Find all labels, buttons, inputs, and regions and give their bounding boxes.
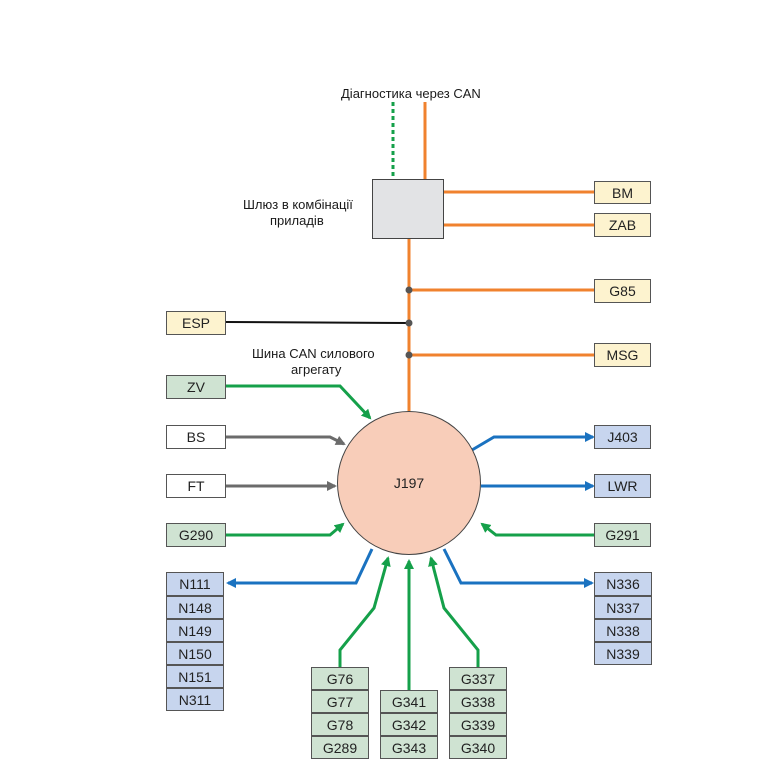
arrow-n111 xyxy=(226,548,374,588)
arrow-g291 xyxy=(480,522,594,537)
sensor-g78: G78 xyxy=(311,713,369,736)
unit-msg: MSG xyxy=(594,343,651,367)
unit-zab: ZAB xyxy=(594,213,651,237)
gateway-label-line1: Шлюз в комбінації xyxy=(243,197,353,212)
valve-n149: N149 xyxy=(166,619,224,642)
arrow-bs xyxy=(226,435,346,446)
unit-bs: BS xyxy=(166,425,226,449)
valve-n336: N336 xyxy=(594,572,652,596)
valve-n148: N148 xyxy=(166,596,224,619)
arrow-j403 xyxy=(471,432,595,452)
unit-lwr: LWR xyxy=(594,474,651,498)
gateway-label-line2: приладів xyxy=(270,213,324,228)
sensor-g340: G340 xyxy=(449,736,507,759)
arrow-g337 xyxy=(428,556,480,667)
sensor-g338: G338 xyxy=(449,690,507,713)
unit-zv: ZV xyxy=(166,375,226,399)
bus-label-line1: Шина CAN силового xyxy=(252,346,375,361)
node-msg xyxy=(405,351,413,359)
arrow-n336 xyxy=(442,548,594,588)
node-esp xyxy=(405,319,413,327)
bus-label-line2: агрегату xyxy=(291,362,342,377)
diagnostic-can-label: Діагностика через CAN xyxy=(341,86,481,101)
sensor-g339: G339 xyxy=(449,713,507,736)
sensor-g341: G341 xyxy=(380,690,438,713)
valve-n150: N150 xyxy=(166,642,224,665)
unit-j403: J403 xyxy=(594,425,651,449)
sensor-g337: G337 xyxy=(449,667,507,690)
valve-n311: N311 xyxy=(166,688,224,711)
valve-n151: N151 xyxy=(166,665,224,688)
sensor-g76: G76 xyxy=(311,667,369,690)
valve-n338: N338 xyxy=(594,619,652,642)
sensor-g289: G289 xyxy=(311,736,369,759)
sensor-g77: G77 xyxy=(311,690,369,713)
central-unit-label: J197 xyxy=(393,475,425,491)
valve-n111: N111 xyxy=(166,572,224,596)
arrow-zv xyxy=(226,384,372,420)
wire-esp xyxy=(225,321,410,324)
unit-g291: G291 xyxy=(594,523,651,547)
arrow-g290 xyxy=(226,522,345,537)
unit-ft: FT xyxy=(166,474,226,498)
gateway-unit xyxy=(372,179,444,239)
sensor-g343: G343 xyxy=(380,736,438,759)
valve-n337: N337 xyxy=(594,596,652,619)
arrow-g76 xyxy=(338,556,391,667)
unit-esp: ESP xyxy=(166,311,226,335)
unit-bm: BM xyxy=(594,181,651,204)
valve-n339: N339 xyxy=(594,642,652,665)
sensor-g342: G342 xyxy=(380,713,438,736)
unit-g290: G290 xyxy=(166,523,226,547)
unit-g85: G85 xyxy=(594,279,651,303)
node-g85 xyxy=(405,286,413,294)
central-unit-j197: J197 xyxy=(337,411,481,555)
